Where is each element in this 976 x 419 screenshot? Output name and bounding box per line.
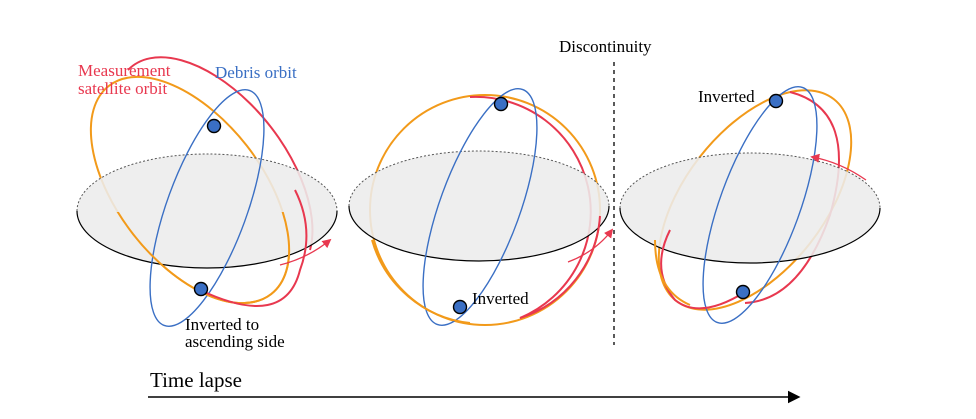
panel-after-discontinuity <box>619 86 881 324</box>
node-bottom-2 <box>452 299 468 315</box>
panel-inverted <box>348 88 614 326</box>
earth-plane-1 <box>77 154 337 268</box>
debris-orbit-1 <box>149 89 265 327</box>
inverted-to-label-line1: Inverted to <box>185 315 260 334</box>
earth-plane-2 <box>349 151 609 261</box>
motion-arrow-1 <box>279 238 332 266</box>
inverted-label-middle: Inverted <box>472 289 529 308</box>
node-top-3 <box>768 93 784 109</box>
node-bottom-3 <box>735 284 751 300</box>
debris-orbit-3 <box>702 86 818 324</box>
earth-plane-3 <box>620 153 880 263</box>
measurement-orbit-label-line2: satellite orbit <box>78 79 168 98</box>
time-lapse-label: Time lapse <box>150 368 242 392</box>
debris-orbit-2 <box>422 88 538 326</box>
inverted-to-label-line2: ascending side <box>185 332 285 351</box>
motion-arrow-2 <box>567 228 614 263</box>
discontinuity-label: Discontinuity <box>559 37 652 56</box>
node-bottom-1 <box>193 281 209 297</box>
node-top-2 <box>493 96 509 112</box>
inverted-label-right: Inverted <box>698 87 755 106</box>
measurement-orbit-label-line1: Measurement <box>78 61 171 80</box>
node-top-1 <box>206 118 222 134</box>
panel-initial <box>76 56 338 327</box>
motion-arrow-3 <box>810 153 867 181</box>
debris-orbit-label: Debris orbit <box>215 63 297 82</box>
